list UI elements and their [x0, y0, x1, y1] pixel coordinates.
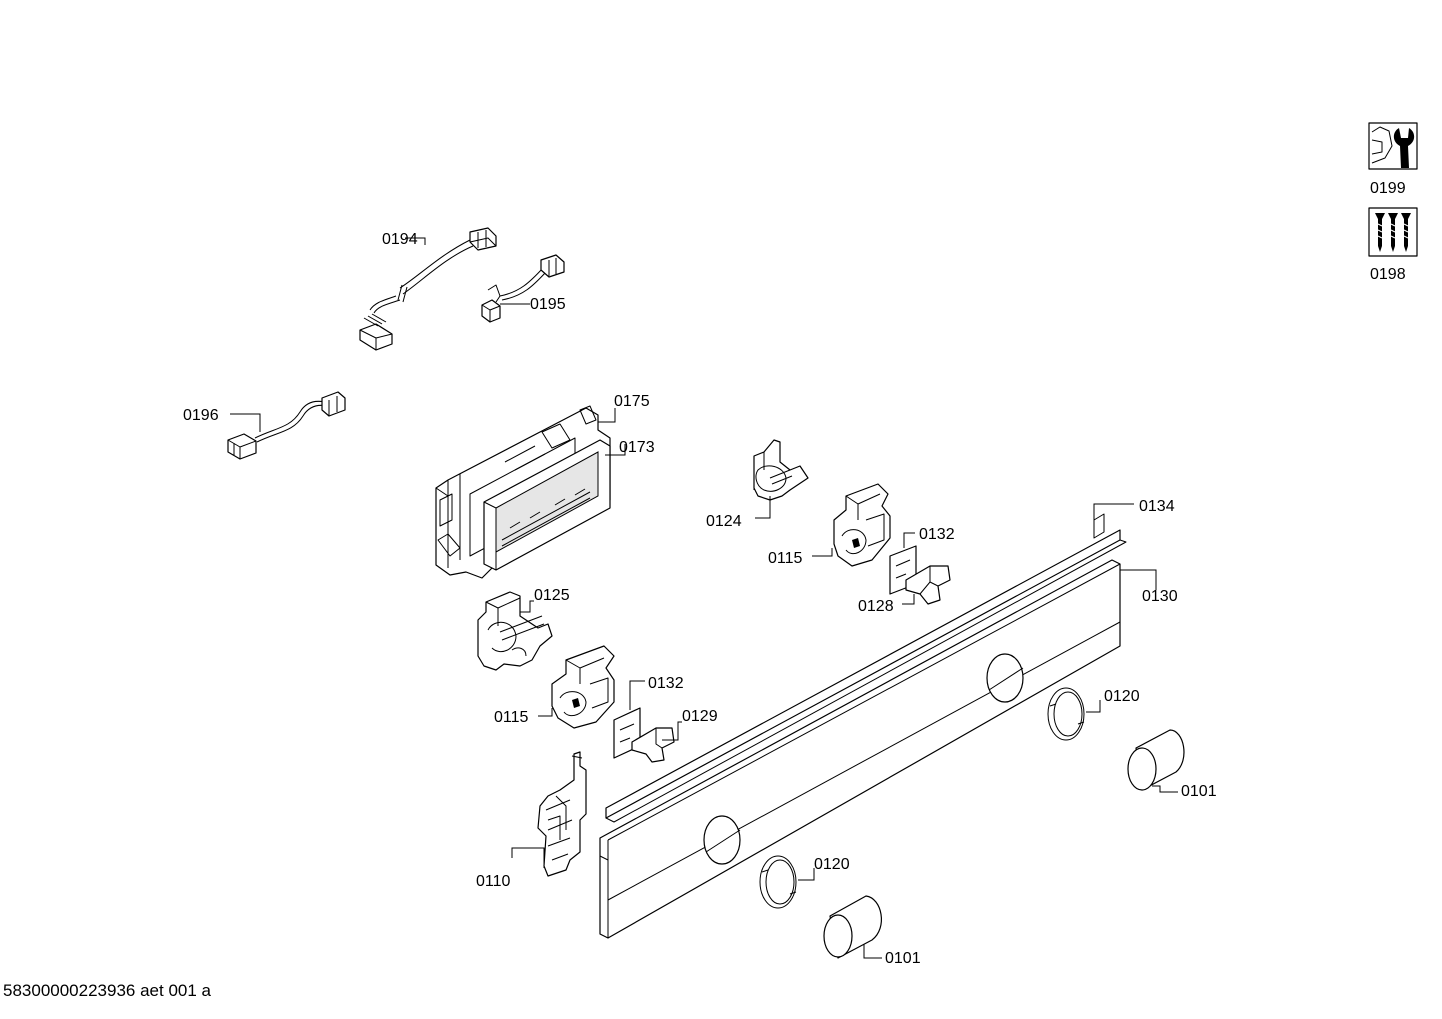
part-0101-control-knob-upper[interactable]: 0101 — [1127, 729, 1217, 800]
part-0173-display-board[interactable]: 0173 — [483, 439, 655, 571]
part-label-0101-upper: 0101 — [1181, 783, 1217, 800]
part-label-0120-lower: 0120 — [814, 856, 850, 873]
wrench-tool-icon — [1368, 122, 1418, 170]
part-label-0115-upper: 0115 — [768, 550, 803, 567]
part-label-0194: 0194 — [382, 231, 418, 248]
part-label-0124: 0124 — [706, 513, 742, 530]
part-0120-knob-ring-lower[interactable]: 0120 — [759, 855, 850, 909]
part-0128-bracket[interactable]: 0128 — [858, 565, 951, 615]
part-label-0134: 0134 — [1139, 498, 1175, 515]
part-0130-control-panel[interactable]: 0130 — [599, 559, 1178, 939]
part-label-0120-upper: 0120 — [1104, 688, 1140, 705]
part-0125-selector-switch[interactable]: 0125 — [477, 587, 570, 671]
part-label-0129: 0129 — [682, 708, 718, 725]
part-0115-switch-housing-lower[interactable]: 0115 — [494, 645, 615, 729]
part-label-0101-lower: 0101 — [885, 950, 921, 967]
part-label-0128: 0128 — [858, 598, 894, 615]
part-0194-wiring-harness[interactable]: 0194 — [359, 227, 497, 351]
part-label-0132-upper: 0132 — [919, 526, 955, 543]
part-label-0110: 0110 — [476, 873, 511, 890]
part-label-0199: 0199 — [1370, 180, 1406, 197]
part-label-0173: 0173 — [619, 439, 655, 456]
part-label-0195: 0195 — [530, 296, 566, 313]
part-label-0132-lower: 0132 — [648, 675, 684, 692]
part-label-0115-lower: 0115 — [494, 709, 529, 726]
document-code: 58300000223936 aet 001 a — [3, 981, 211, 1000]
tool-icon-0198[interactable]: 0198 — [1368, 207, 1418, 283]
part-0196-wiring-harness[interactable]: 0196 — [183, 391, 346, 460]
part-0134-trim-strip[interactable]: 0134 — [605, 498, 1175, 823]
part-label-0175: 0175 — [614, 393, 650, 410]
part-0110-switch-assembly[interactable]: 0110 — [476, 751, 587, 890]
part-label-0198: 0198 — [1370, 266, 1406, 283]
part-0101-control-knob-lower[interactable]: 0101 — [823, 895, 921, 967]
part-label-0125: 0125 — [534, 587, 570, 604]
part-0129-bracket[interactable]: 0129 — [631, 708, 718, 763]
part-label-0196: 0196 — [183, 407, 219, 424]
part-0120-knob-ring-upper[interactable]: 0120 — [1047, 687, 1140, 741]
tool-icon-0199[interactable]: 0199 — [1368, 122, 1418, 197]
part-0115-switch-housing-upper[interactable]: 0115 — [768, 483, 891, 567]
part-label-0130: 0130 — [1142, 588, 1178, 605]
part-0195-wiring-harness[interactable]: 0195 — [481, 254, 566, 323]
part-0124-selector-switch[interactable]: 0124 — [706, 439, 809, 530]
screws-icon — [1368, 207, 1418, 257]
